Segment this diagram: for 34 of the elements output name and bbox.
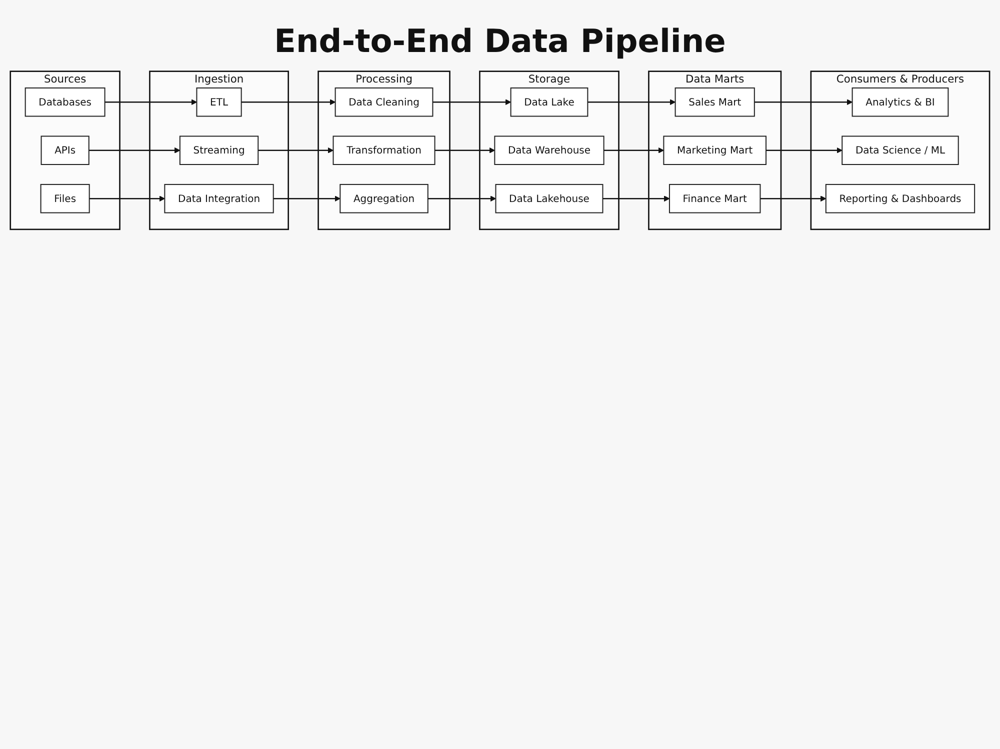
arrow: [258, 147, 334, 154]
arrow: [89, 196, 166, 202]
arrow: [434, 147, 495, 154]
arrow: [241, 99, 336, 106]
node-box: Data Lake: [510, 87, 588, 117]
arrow: [760, 196, 826, 202]
node-box: Analytics & BI: [852, 87, 949, 117]
arrow: [766, 147, 842, 154]
node-box: Sales Mart: [674, 87, 755, 117]
node-box: ETL: [196, 87, 242, 117]
node-box: Transformation: [332, 136, 436, 165]
arrow: [604, 147, 664, 154]
arrow: [754, 99, 853, 106]
diagram-title: End-to-End Data Pipeline: [274, 22, 726, 60]
node-box: Data Integration: [164, 184, 274, 214]
node-box: Data Science / ML: [842, 136, 959, 165]
node-box: APIs: [40, 136, 90, 165]
arrow: [602, 196, 670, 202]
node-box: Finance Mart: [669, 184, 761, 214]
arrow: [588, 99, 676, 106]
arrow: [428, 196, 496, 202]
node-box: Streaming: [179, 136, 259, 165]
node-box: Aggregation: [340, 184, 428, 214]
node-box: Data Lakehouse: [495, 184, 604, 214]
arrow: [104, 99, 198, 106]
node-box: Files: [40, 184, 90, 214]
node-box: Data Warehouse: [494, 136, 604, 165]
arrow: [432, 99, 512, 106]
node-box: Databases: [24, 87, 106, 117]
node-box: Marketing Mart: [663, 136, 767, 165]
node-box: Reporting & Dashboards: [825, 184, 976, 214]
node-box: Data Cleaning: [334, 87, 434, 117]
arrow: [88, 147, 180, 154]
arrow: [273, 196, 340, 202]
